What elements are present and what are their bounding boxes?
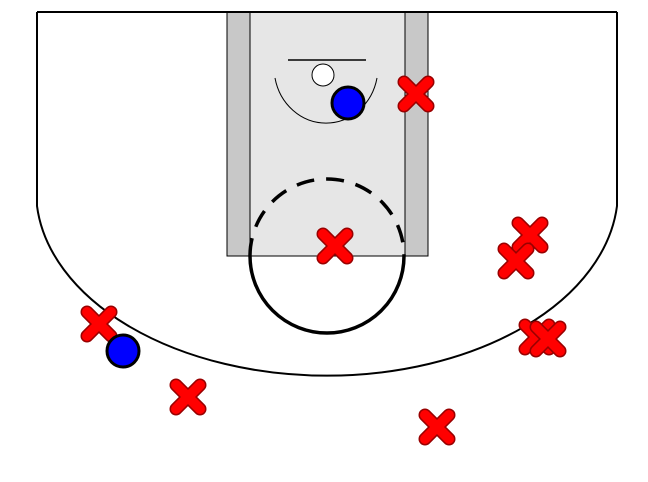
miss-marker-icon	[80, 305, 118, 343]
restricted-area-arc	[274, 77, 378, 124]
player-marker-icon	[105, 333, 141, 369]
miss-marker-icon	[497, 242, 535, 280]
hoop-ring-icon	[311, 63, 335, 87]
three-point-line	[36, 12, 618, 377]
lane-block-right	[404, 11, 429, 257]
free-throw-circle-solid	[248, 255, 406, 335]
miss-marker-icon	[511, 216, 549, 254]
free-throw-circle-dashed	[248, 177, 406, 257]
paint-area	[226, 11, 429, 257]
miss-marker-icon	[316, 227, 354, 265]
lane-block-left	[226, 11, 251, 257]
miss-marker-icon	[397, 75, 435, 113]
shot-markers	[80, 75, 567, 446]
miss-marker-icon	[418, 408, 456, 446]
miss-marker-icon	[529, 320, 567, 358]
miss-marker-icon	[169, 378, 207, 416]
player-marker-icon	[330, 85, 366, 121]
